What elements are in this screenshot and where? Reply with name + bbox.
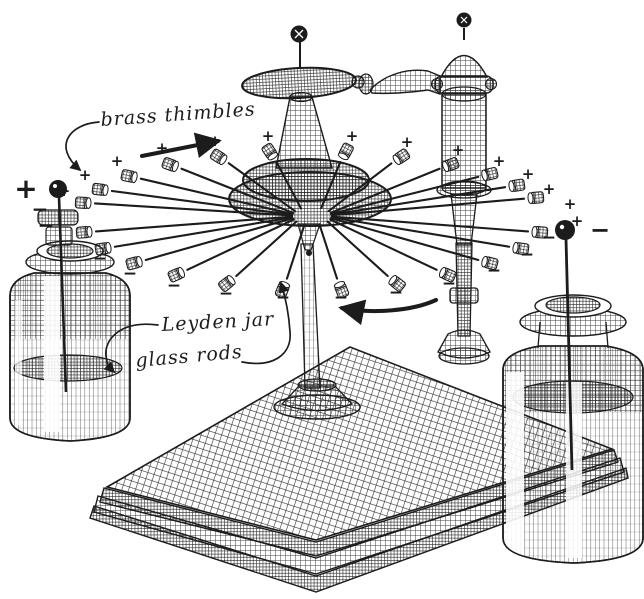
radial-rod xyxy=(330,217,500,271)
whirl-wheel xyxy=(228,25,392,256)
central-glass-rod xyxy=(300,243,321,389)
minus-sign: − xyxy=(276,288,290,308)
left-terminal-spool xyxy=(37,209,79,226)
plus-sign: + xyxy=(346,127,359,145)
hub-pendant xyxy=(297,223,321,251)
label-brass-thimbles: brass thimbles xyxy=(100,98,256,131)
right-collector-ball xyxy=(555,220,575,240)
left-jar-terminal xyxy=(37,180,79,393)
brass-thimble-icon xyxy=(208,147,229,167)
minus-sign: − xyxy=(32,197,49,221)
charge-signs: +++++++++++++++−−−−−−−−−−−−−− xyxy=(14,127,610,308)
brass-thimble-icon xyxy=(91,182,110,197)
leyden-jar-leader xyxy=(103,323,159,374)
minus-sign: − xyxy=(520,245,534,265)
label-glass-rods: glass rods xyxy=(135,341,244,372)
minus-sign: − xyxy=(542,228,556,248)
left-collector-ball xyxy=(49,180,67,198)
crank-arm-handle xyxy=(369,69,441,95)
rotation-arrow xyxy=(338,298,438,326)
support-column xyxy=(358,12,498,365)
brass-thimble-icon xyxy=(527,191,545,205)
plus-sign: + xyxy=(571,212,584,230)
plus-sign: + xyxy=(209,132,222,150)
plus-sign: + xyxy=(493,152,506,170)
brass-thimbles-leader xyxy=(65,121,100,172)
right-terminal-rod xyxy=(564,238,574,471)
minus-sign: − xyxy=(590,216,610,244)
minus-sign: − xyxy=(123,264,137,284)
radial-rod xyxy=(217,220,298,294)
minus-sign: − xyxy=(487,261,501,281)
column-collar xyxy=(449,287,479,304)
column-cap-band xyxy=(434,75,494,94)
minus-sign: − xyxy=(167,276,181,296)
minus-sign: − xyxy=(334,288,348,308)
right-leyden-jar xyxy=(502,294,644,564)
balance-beam xyxy=(241,66,357,100)
plus-sign: + xyxy=(156,139,169,157)
minus-sign: − xyxy=(93,249,107,269)
left-leyden-jar xyxy=(9,240,131,442)
glass-rods-leader xyxy=(241,281,291,365)
plus-sign: + xyxy=(564,195,577,213)
radial-rod xyxy=(166,218,295,284)
minus-sign: − xyxy=(219,284,233,304)
direction-arrow-upper xyxy=(140,132,222,159)
radial-rod xyxy=(329,218,458,284)
left-jar-stopper xyxy=(46,243,94,259)
radial-rod xyxy=(330,216,530,256)
radial-rod xyxy=(124,217,294,271)
plus-sign: + xyxy=(58,182,71,200)
minus-sign: − xyxy=(389,283,403,303)
left-terminal-rod xyxy=(57,196,68,393)
left-jar-inner-coating xyxy=(13,354,123,382)
column-foot xyxy=(438,347,490,365)
minus-sign: − xyxy=(38,213,55,237)
brass-thimble-icon xyxy=(336,141,355,162)
plus-sign: + xyxy=(543,180,556,198)
cap-knob-right xyxy=(484,77,498,91)
brass-thimble-icon xyxy=(160,156,181,174)
spindle-cone xyxy=(275,96,333,169)
plus-sign: + xyxy=(522,165,535,183)
radial-rod xyxy=(94,216,294,256)
plus-sign: + xyxy=(79,166,92,184)
radial-rod xyxy=(326,220,407,294)
column-cylinder xyxy=(441,93,487,189)
plus-sign: + xyxy=(14,172,37,205)
brass-thimble-icon xyxy=(74,196,92,210)
radial-rod xyxy=(318,223,350,300)
column-cone-cap xyxy=(439,55,489,78)
right-jar-stopper xyxy=(545,296,601,314)
minus-sign: − xyxy=(442,274,456,294)
plus-sign: + xyxy=(111,152,124,170)
brass-thimble-icon xyxy=(120,168,139,184)
label-leyden-jar: Leyden jar xyxy=(160,308,275,336)
brass-thimble-icon xyxy=(75,225,93,239)
right-jar-terminal xyxy=(555,220,575,471)
plus-sign: + xyxy=(262,127,275,145)
brass-thimble-icon xyxy=(260,141,280,162)
plus-sign: + xyxy=(452,141,465,159)
plus-sign: + xyxy=(401,133,414,151)
